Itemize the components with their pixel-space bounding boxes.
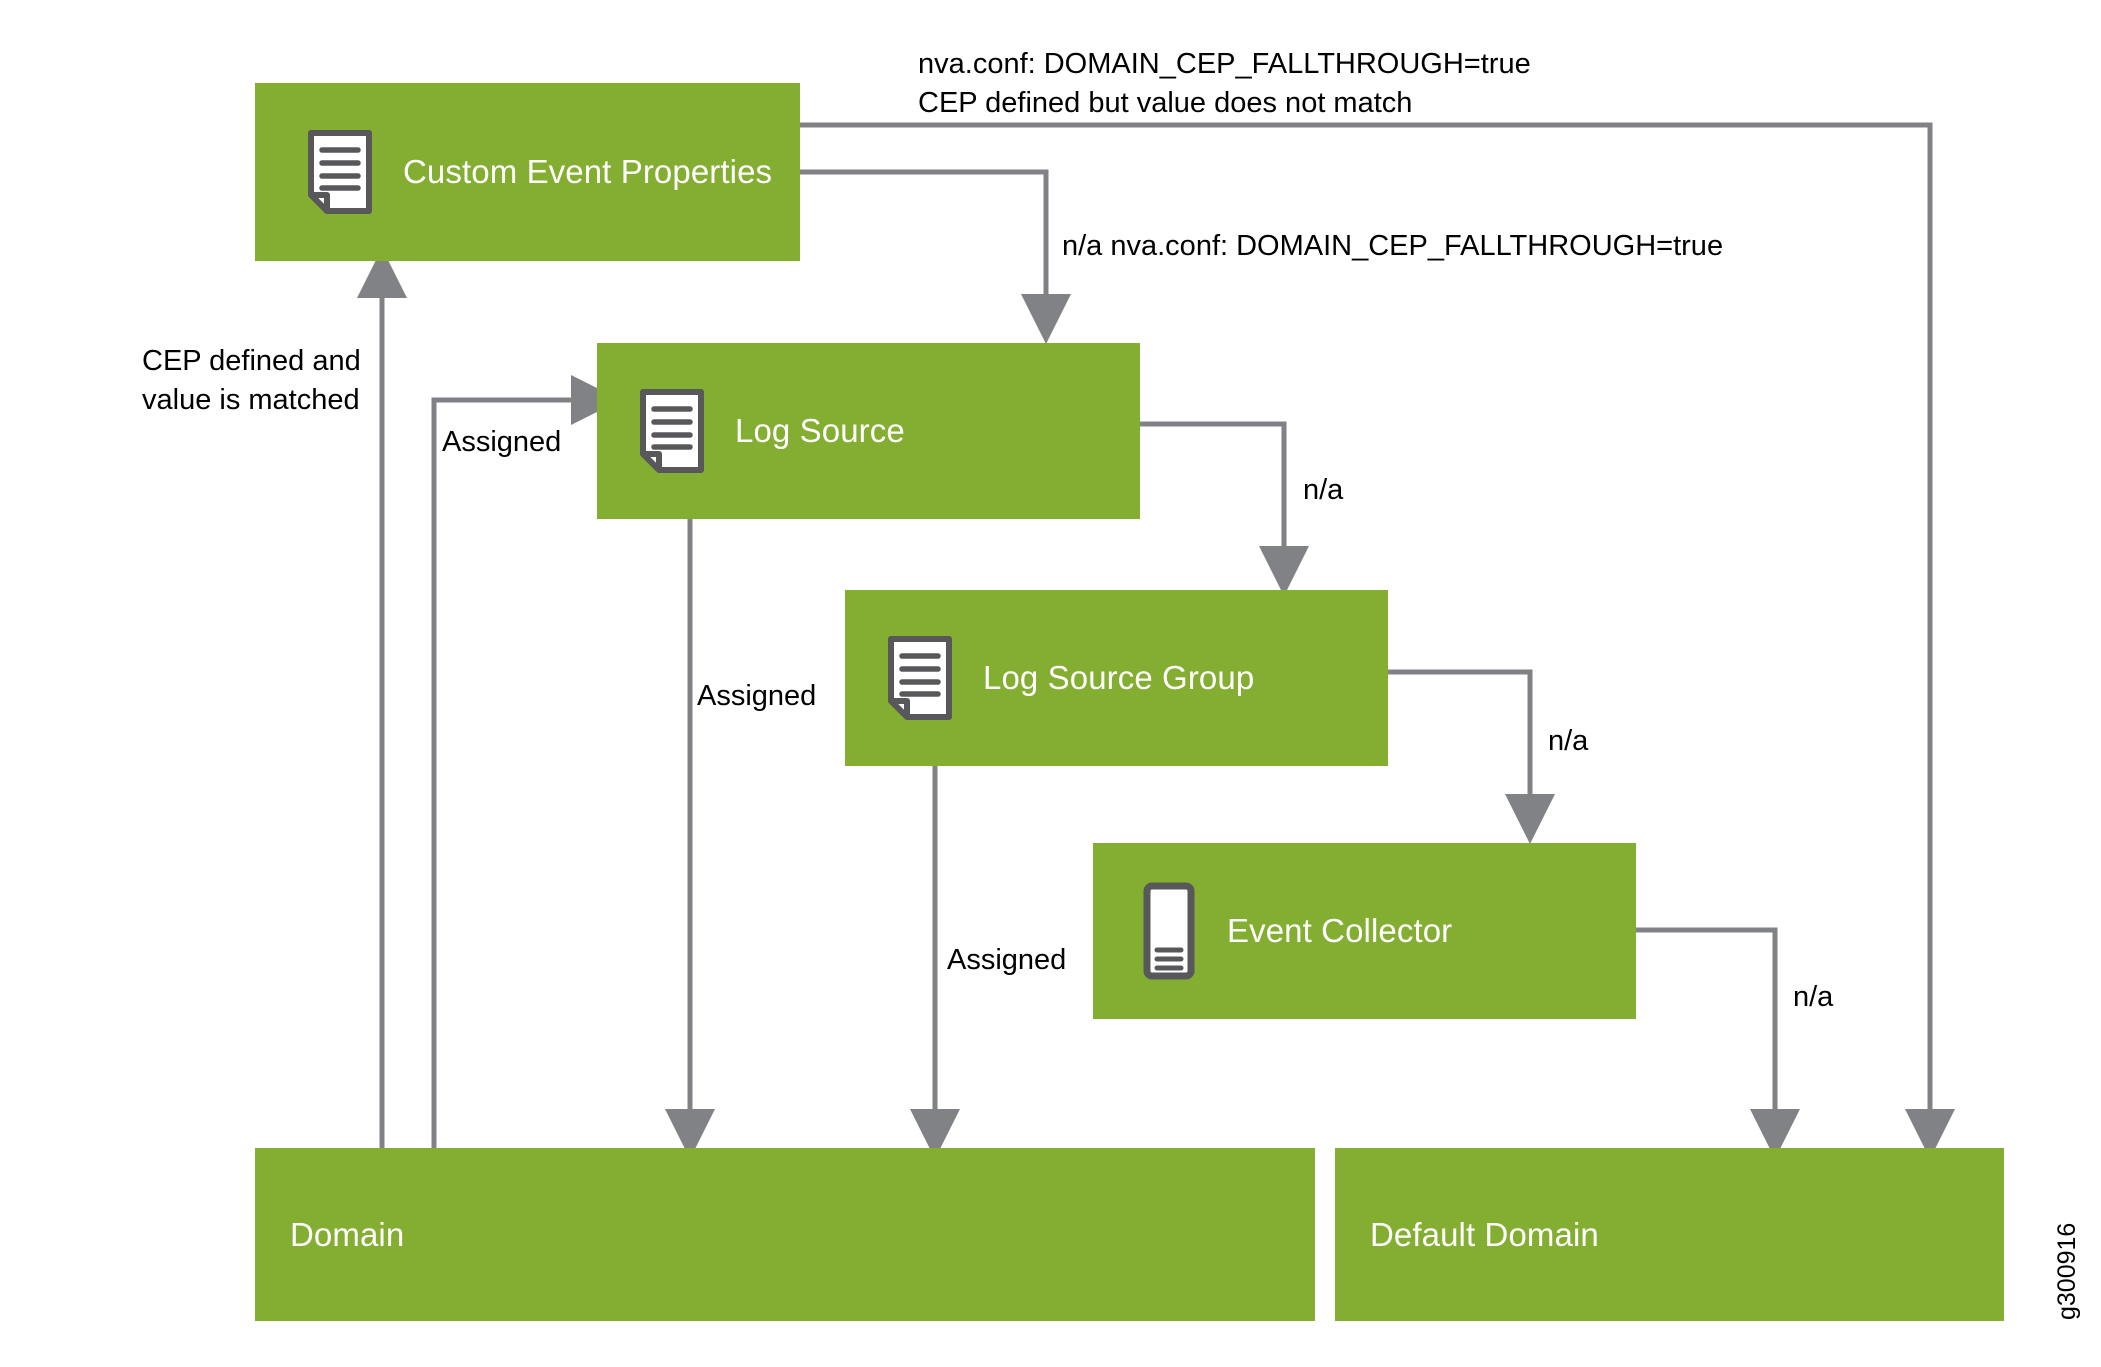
edge-cep-fallthrough-to-default-domain <box>655 122 1955 1160</box>
node-label: Log Source <box>735 412 905 449</box>
document-icon <box>887 636 953 720</box>
label-fallthrough-mid: n/a nva.conf: DOMAIN_CEP_FALLTHROUGH=tru… <box>1062 230 1724 262</box>
node-event-collector[interactable]: Event Collector <box>1093 843 1636 1019</box>
node-label: Default Domain <box>1370 1215 1599 1253</box>
label-assigned-log-source-group: Assigned <box>697 680 817 712</box>
node-label: Domain <box>290 1215 405 1253</box>
figure-id: g300916 <box>2053 1222 2081 1320</box>
node-default-domain[interactable]: Default Domain <box>1335 1148 2004 1321</box>
label-fallthrough-top-line1: nva.conf: DOMAIN_CEP_FALLTHROUGH=true <box>918 48 1531 80</box>
document-icon <box>307 130 373 214</box>
edge-assigned-into-log-source <box>431 375 622 1148</box>
label-cep-matched-line2: value is matched <box>142 384 360 416</box>
node-log-source[interactable]: Log Source <box>597 343 1140 519</box>
label-cep-matched-line1: CEP defined and <box>142 345 361 377</box>
label-assigned-log-source: Assigned <box>442 426 562 458</box>
label-na-log-source: n/a <box>1303 474 1344 506</box>
document-icon <box>639 389 705 473</box>
node-label: Custom Event Properties <box>403 153 773 190</box>
label-assigned-event-collector: Assigned <box>947 944 1067 976</box>
node-log-source-group[interactable]: Log Source Group <box>845 590 1388 766</box>
node-label: Log Source Group <box>983 659 1255 696</box>
server-icon <box>1143 882 1195 980</box>
node-custom-event-properties[interactable]: Custom Event Properties <box>255 83 800 261</box>
node-domain[interactable]: Domain <box>255 1148 1315 1321</box>
label-na-event-collector: n/a <box>1793 981 1834 1013</box>
label-fallthrough-top-line2: CEP defined but value does not match <box>918 87 1413 119</box>
node-label: Event Collector <box>1227 912 1453 949</box>
label-na-log-source-group: n/a <box>1548 725 1589 757</box>
